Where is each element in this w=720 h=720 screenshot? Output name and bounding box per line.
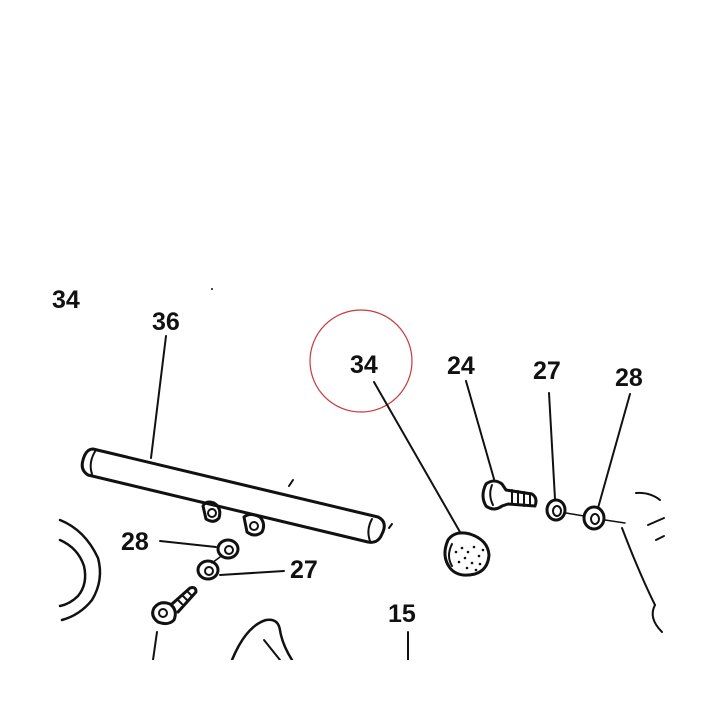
- leader-27-right: [548, 392, 556, 500]
- housing-fragment-bottom: [230, 618, 294, 662]
- tick-dot: [211, 288, 213, 290]
- washer-part-28-right: [582, 505, 606, 531]
- label-27-right: 27: [533, 357, 561, 385]
- label-24: 24: [447, 352, 475, 380]
- washer-part-27-right: [545, 498, 567, 522]
- rod-bosses: [201, 500, 266, 537]
- housing-fragment-right: [621, 491, 665, 633]
- washer-part-27-left: [196, 559, 220, 581]
- screw-part-left: [151, 586, 198, 661]
- label-corner-34: 34: [52, 286, 80, 314]
- leader-34: [373, 381, 461, 533]
- label-36: 36: [152, 308, 180, 336]
- leader-24: [465, 380, 495, 480]
- label-28-right: 28: [615, 364, 643, 392]
- knob-part-34: [443, 531, 491, 577]
- label-34: 34: [350, 351, 378, 379]
- leader-36: [150, 335, 167, 459]
- washer-part-28-left: [216, 538, 240, 560]
- leader-27-left: [219, 570, 285, 576]
- bolt-part-24: [481, 479, 538, 511]
- highlight-circle: [309, 309, 413, 413]
- label-28-left: 28: [121, 528, 149, 556]
- housing-fragment-left: [58, 518, 102, 622]
- crop-margin-bottom: [0, 660, 720, 720]
- label-15: 15: [388, 600, 416, 628]
- leader-28-left: [159, 540, 217, 548]
- rod-part-36: [80, 447, 393, 544]
- leader-28-right: [597, 393, 631, 509]
- label-27-left: 27: [290, 556, 318, 584]
